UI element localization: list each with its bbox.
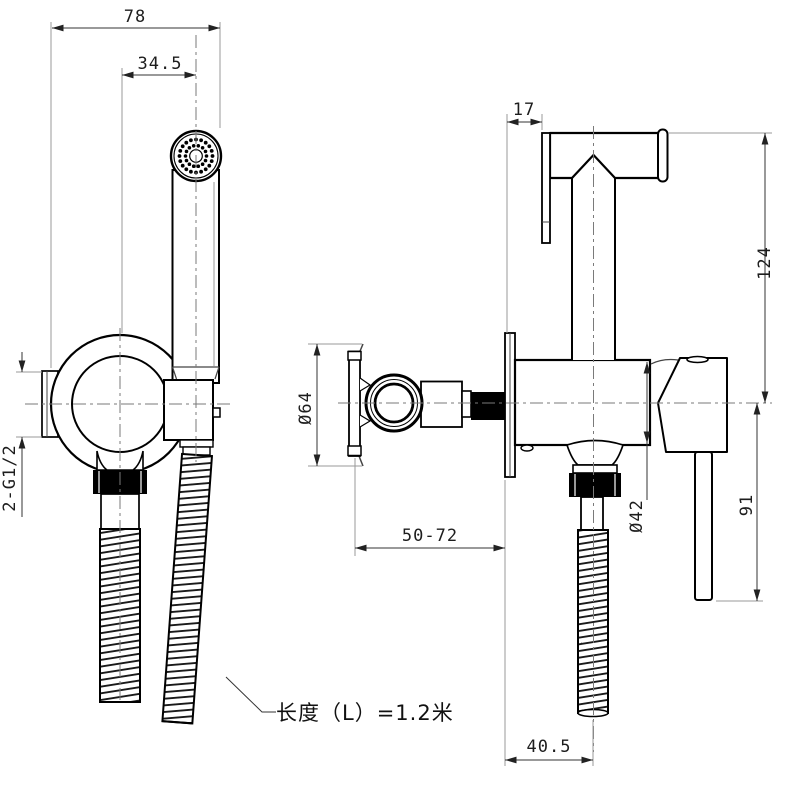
dim-40-5-label: 40.5 <box>527 737 572 757</box>
extension-lines <box>16 22 772 766</box>
hose-length-note: 长度（L）=1.2米 <box>276 701 454 725</box>
dim-78-label: 78 <box>124 7 146 27</box>
wall-lever <box>694 451 713 601</box>
hose-note-leader <box>225 676 276 713</box>
dim-17-label: 17 <box>513 100 535 120</box>
dimension-labels: 78 34.5 2-G1/2 17 124 Ø64 50-72 Ø42 91 4… <box>0 7 775 757</box>
handle-hose <box>161 452 214 725</box>
dimension-lines <box>18 24 769 764</box>
spray-head-side <box>541 128 669 244</box>
dia-64-label: Ø64 <box>296 391 316 425</box>
outlet-connection-side <box>565 439 625 531</box>
dim-50-72-label: 50-72 <box>402 526 458 546</box>
dim-124-label: 124 <box>755 246 775 280</box>
dia-42-label: Ø42 <box>627 499 647 533</box>
centerlines <box>25 35 772 752</box>
dim-34-5-label: 34.5 <box>138 54 183 74</box>
dim-91-label: 91 <box>737 494 757 516</box>
side-view <box>347 128 728 718</box>
handle-holder-side <box>650 355 728 601</box>
spray-holes <box>177 137 215 175</box>
front-view <box>41 129 223 725</box>
wall-valve-wheel <box>347 343 505 467</box>
thread-spec-label: 2-G1/2 <box>0 444 20 511</box>
